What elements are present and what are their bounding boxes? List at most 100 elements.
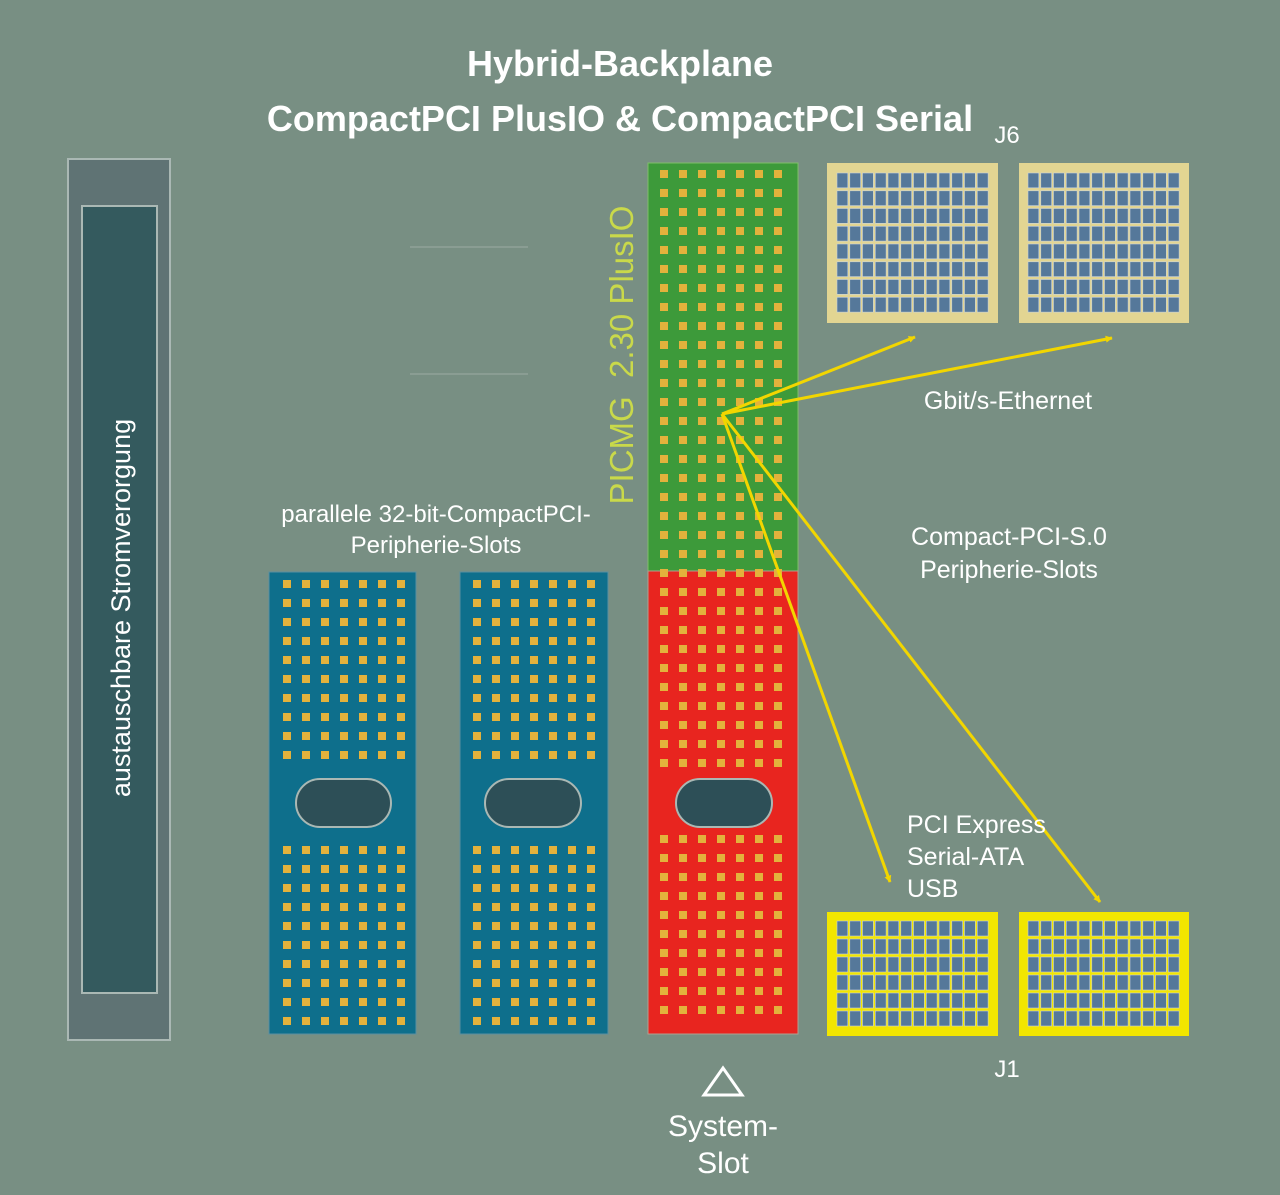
connector-pin (549, 694, 557, 702)
connector-pin (340, 1017, 348, 1025)
connector-pin (397, 846, 405, 854)
connector-pin (717, 436, 725, 444)
connector-contact (1117, 974, 1129, 991)
connector-pin (302, 599, 310, 607)
connector-pin (660, 512, 668, 520)
connector-pin (679, 626, 687, 634)
connector-pin (755, 227, 763, 235)
connector-contact (1078, 172, 1091, 189)
connector-contact (1091, 243, 1103, 260)
connector-pin (397, 580, 405, 588)
connector-contact (1168, 279, 1180, 295)
connector-contact (862, 190, 874, 206)
connector-contact (1053, 974, 1065, 991)
connector-pin (473, 732, 481, 740)
connector-contact (1129, 938, 1142, 955)
connector-contact (1142, 974, 1154, 991)
connector-pin (321, 675, 329, 683)
connector-pin (717, 550, 725, 558)
connector-pin (587, 751, 595, 759)
connector-contact (862, 992, 874, 1009)
connector-pin (340, 751, 348, 759)
connector-pin (378, 599, 386, 607)
connector-pin (302, 675, 310, 683)
connector-pin (283, 846, 291, 854)
connector-contact (1117, 920, 1129, 937)
connector-pin (755, 246, 763, 254)
connector-pin (549, 846, 557, 854)
connector-contact (1078, 1010, 1091, 1027)
connector-pin (473, 903, 481, 911)
connector-pin (660, 930, 668, 938)
connector-pin (660, 322, 668, 330)
connector-contact (938, 190, 951, 206)
connector-pin (340, 979, 348, 987)
connector-pin (717, 512, 725, 520)
connector-contact (1142, 920, 1154, 937)
connector-pin (717, 645, 725, 653)
connector-pin (378, 580, 386, 588)
connector-pin (568, 998, 576, 1006)
connector-pin (755, 607, 763, 615)
connector-contact (1117, 172, 1129, 189)
connector-pin (755, 645, 763, 653)
connector-contact (862, 974, 874, 991)
connector-contact (976, 296, 989, 313)
connector-pin (698, 398, 706, 406)
connector-pin (340, 732, 348, 740)
connector-pin (549, 922, 557, 930)
arrow-to-j1-left (720, 413, 892, 883)
connector-pin (755, 949, 763, 957)
connector-pin (698, 474, 706, 482)
connector-pin (473, 656, 481, 664)
connector-contact (900, 208, 912, 224)
connector-pin (530, 675, 538, 683)
connector-pin (340, 903, 348, 911)
connector-pin (359, 599, 367, 607)
connector-pin (511, 941, 519, 949)
connector-contact (1168, 1010, 1180, 1027)
connector-pin (549, 675, 557, 683)
connector-pin (549, 732, 557, 740)
connector-contact (925, 226, 938, 242)
connector-pin (660, 702, 668, 710)
connector-contact (1066, 172, 1078, 189)
connector-pin (321, 884, 329, 892)
connector-pin (321, 865, 329, 873)
connector-pin (660, 892, 668, 900)
connector-pin (473, 694, 481, 702)
connector-pin (359, 732, 367, 740)
connector-contact (1091, 974, 1103, 991)
connector-pin (340, 675, 348, 683)
parallel-slot-2 (459, 571, 609, 1035)
connector-contact (1104, 226, 1116, 242)
interfaces-label-line-1: PCI Express (907, 811, 1046, 839)
connector-pin (359, 884, 367, 892)
connector-contact (1066, 974, 1078, 991)
connector-pin (302, 865, 310, 873)
connector-contact (1066, 920, 1078, 937)
connector-pin (587, 960, 595, 968)
connector-pin (755, 1006, 763, 1014)
connector-pin (530, 884, 538, 892)
connector-contact (1117, 1010, 1129, 1027)
connector-contact (951, 208, 963, 224)
connector-contact (900, 974, 912, 991)
connector-pin (340, 637, 348, 645)
connector-pin (679, 455, 687, 463)
connector-pin (530, 865, 538, 873)
connector-pin (698, 322, 706, 330)
connector-contact (1053, 279, 1065, 295)
connector-contact (1168, 974, 1180, 991)
connector-pin (302, 941, 310, 949)
connector-contact (976, 190, 989, 206)
connector-pin (755, 835, 763, 843)
connector-pin (530, 979, 538, 987)
connector-pin (698, 949, 706, 957)
connector-contact (1168, 920, 1180, 937)
connector-contact (887, 1010, 900, 1027)
connector-contact (1104, 974, 1116, 991)
arrow-to-j6-right (721, 335, 1113, 416)
connector-pin (321, 979, 329, 987)
connector-contact (1155, 226, 1167, 242)
